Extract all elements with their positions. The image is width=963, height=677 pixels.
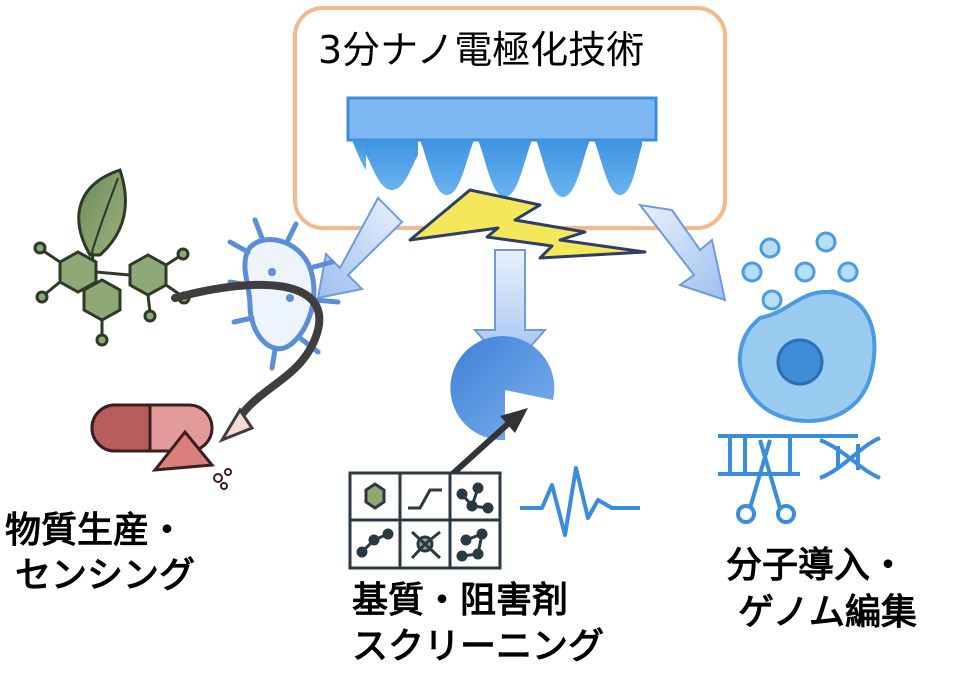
nano-electrode-icon xyxy=(346,96,658,197)
label-screening-line1: 基質・阻害剤 xyxy=(352,580,569,621)
arrow-to-right xyxy=(637,203,727,302)
arrow-to-left xyxy=(316,196,404,300)
label-gene-editing-line2: ゲノム編集 xyxy=(738,592,917,633)
label-gene-editing-line1: 分子導入・ xyxy=(726,545,907,586)
top-box-title: 3分ナノ電極化技術 xyxy=(318,28,645,72)
cell-icon xyxy=(737,231,877,423)
enzyme-pacman-icon xyxy=(450,336,555,441)
plant-leaf-icon xyxy=(77,168,127,279)
production-arrow xyxy=(171,280,324,444)
screening-grid-icon xyxy=(348,471,502,570)
molecule-icon xyxy=(33,241,191,347)
label-screening-line2: スクリーニング xyxy=(352,626,605,667)
screening-arrow xyxy=(445,408,528,481)
dna-scissors-icon xyxy=(718,434,881,524)
lightning-icon xyxy=(408,188,647,260)
label-production-sensing-line2: センシング xyxy=(15,555,196,596)
label-production-sensing-line1: 物質生産・ xyxy=(5,510,186,551)
capsule-pill-icon xyxy=(90,403,232,490)
waveform-icon xyxy=(520,466,640,537)
top-technology-box xyxy=(293,6,727,230)
